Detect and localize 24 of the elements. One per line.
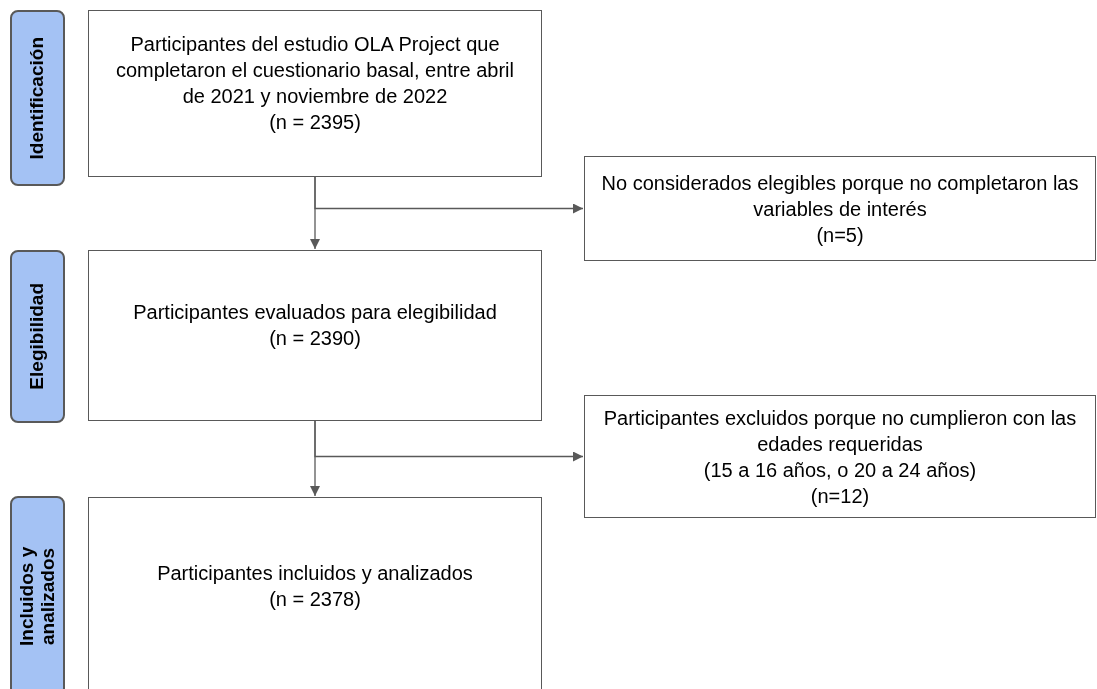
- arrow: [314, 176, 584, 214]
- box-text: (n = 2390): [269, 325, 361, 351]
- box-text: (15 a 16 años, o 20 a 24 años): [703, 457, 977, 483]
- box-text: Participantes evaluados para elegibilidad: [133, 299, 497, 325]
- process-box: [88, 497, 542, 689]
- stage-tab: [10, 10, 65, 186]
- process-box: [584, 156, 1096, 261]
- stage-label: Incluidos y analizados: [16, 545, 59, 648]
- stage-tab: [10, 250, 65, 423]
- process-box: [88, 10, 542, 177]
- box-text: (n=5): [816, 222, 864, 248]
- process-box: [584, 395, 1096, 518]
- box-text: No considerados elegibles porque no completaron las variables de interés: [600, 170, 1080, 222]
- stage-label: Elegibilidad: [27, 283, 48, 390]
- box-text: (n=12): [810, 483, 870, 509]
- box-text: Participantes del estudio OLA Project que completaron el cuestionario basal, entre abril de 2021 y noviembre de 2022: [115, 31, 515, 109]
- stage-tab: [10, 496, 65, 689]
- box-text: (n = 2395): [269, 109, 361, 135]
- stage-label: Identificación: [27, 36, 48, 160]
- box-text: Participantes incluidos y analizados: [157, 561, 473, 586]
- process-box: [88, 250, 542, 421]
- box-text: (n = 2378): [269, 587, 361, 612]
- box-text: Participantes excluidos porque no cumplieron con las edades requeridas: [602, 405, 1078, 457]
- arrow: [314, 420, 584, 462]
